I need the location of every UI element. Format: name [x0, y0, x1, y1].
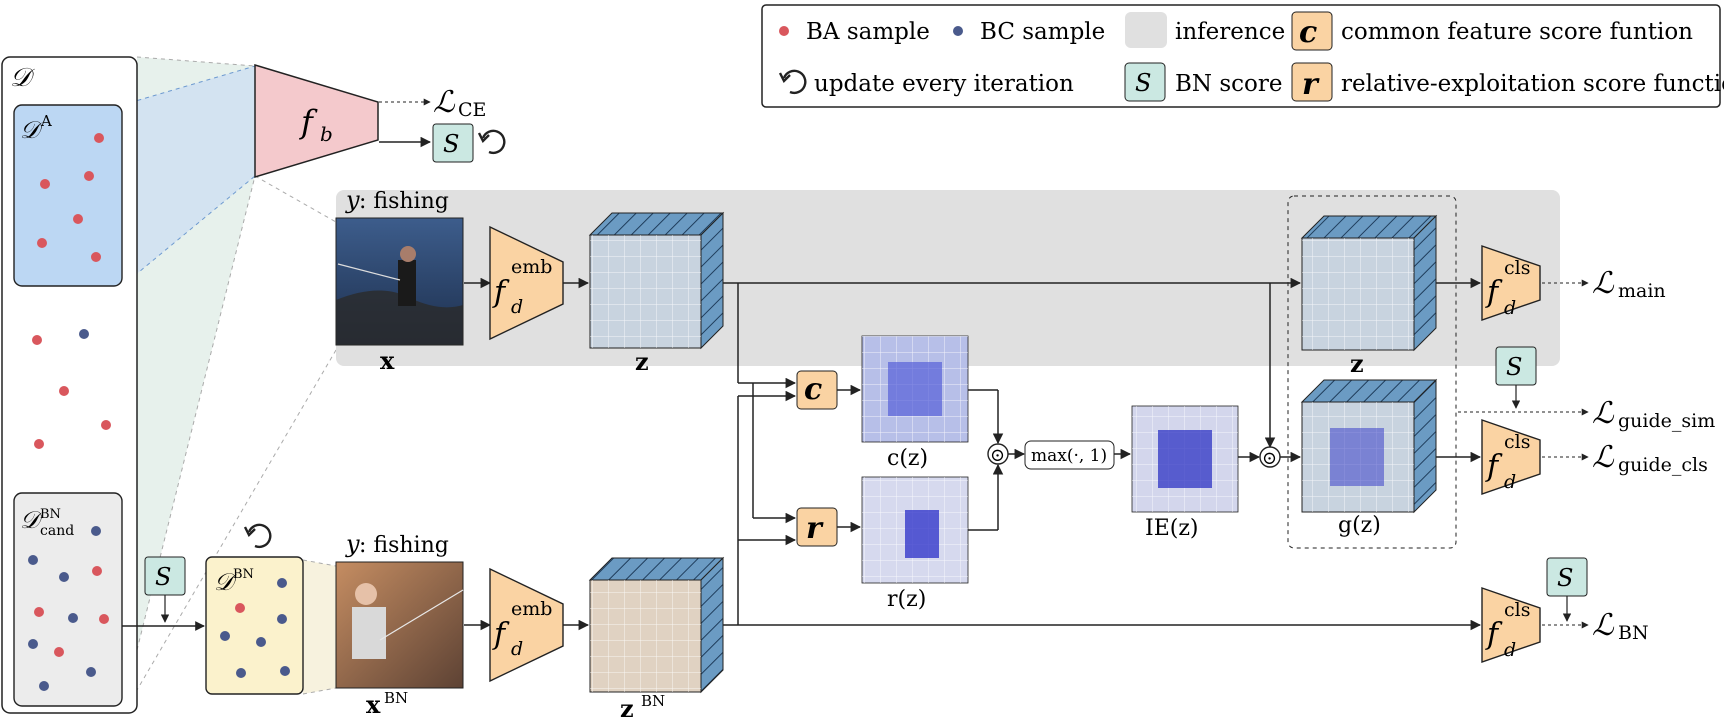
legend-bn-score: BN score: [1175, 71, 1282, 97]
svg-text:y: y: [345, 186, 360, 214]
legend-update: update every iteration: [814, 71, 1074, 97]
dataset-cand-sup: BN: [40, 507, 61, 522]
svg-text:: fishing: : fishing: [359, 533, 449, 558]
projection-fan: [121, 56, 337, 695]
dataset-da: 𝒟 A: [13, 104, 123, 287]
svg-text:emb: emb: [511, 598, 552, 620]
svg-text:z: z: [635, 347, 649, 376]
svg-text:emb: emb: [511, 256, 552, 278]
feature-z-top: z: [588, 211, 725, 376]
legend-inference: inference: [1175, 19, 1285, 45]
svg-text:x: x: [380, 346, 395, 375]
svg-text:d: d: [1504, 639, 1516, 661]
cz-map: c(z): [861, 335, 969, 471]
ba-sample-dot: [779, 26, 789, 36]
svg-text:max(·, 1): max(·, 1): [1031, 446, 1107, 466]
svg-text:guide_cls: guide_cls: [1618, 454, 1708, 476]
svg-text:cls: cls: [1504, 431, 1530, 453]
svg-text:BN: BN: [1618, 622, 1649, 644]
svg-text:r(z): r(z): [887, 587, 926, 612]
feature-zbn: z BN: [588, 556, 725, 723]
svg-text:cls: cls: [1504, 257, 1530, 279]
svg-text:g(z): g(z): [1338, 513, 1381, 538]
svg-text:S: S: [1557, 564, 1573, 592]
loss-guide-sim: ℒ: [1592, 396, 1615, 431]
fb-update-icon: [477, 129, 506, 155]
legend-r-symbol: r: [1302, 67, 1320, 102]
guide-region: [1287, 195, 1457, 549]
dbn-update-icon: [243, 523, 272, 549]
svg-text:b: b: [320, 122, 333, 146]
legend: BA sample BC sample inference c common f…: [761, 4, 1724, 108]
loss-guide-cls: ℒ: [1592, 440, 1615, 475]
svg-text:c: c: [804, 372, 822, 407]
loss-main: ℒ: [1592, 266, 1615, 301]
svg-text:c(z): c(z): [887, 446, 928, 471]
svg-text:r: r: [806, 511, 824, 546]
dataset-dbn: 𝒟 BN: [205, 523, 304, 695]
input-xbn: y : fishing x BN: [335, 530, 464, 719]
embedding-model-top: f emb d: [489, 225, 564, 341]
svg-text:CE: CE: [458, 99, 486, 121]
legend-s-symbol: S: [1135, 69, 1151, 97]
biased-model-fb: f b ℒ CE S: [254, 63, 506, 179]
svg-text:BN: BN: [641, 692, 665, 710]
dataset-candidate: 𝒟 BN cand: [13, 492, 123, 707]
classifier-main: f cls d: [1481, 245, 1541, 321]
legend-ba: BA sample: [806, 19, 930, 45]
embedding-model-bottom: f emb d: [489, 567, 564, 683]
svg-text:d: d: [1504, 297, 1516, 319]
legend-common: common feature score funtion: [1341, 19, 1693, 45]
loss-bn: ℒ: [1592, 608, 1615, 643]
dataset-dbn-sup: BN: [233, 567, 254, 582]
inference-swatch: [1125, 12, 1167, 48]
svg-text:: fishing: : fishing: [359, 189, 449, 214]
svg-text:BN: BN: [384, 689, 408, 707]
svg-text:S: S: [443, 130, 459, 158]
max-op: max(·, 1): [1024, 440, 1115, 470]
rz-map: r(z): [861, 476, 969, 612]
svg-text:x: x: [366, 690, 381, 719]
dataset-d: 𝒟 𝒟 A 𝒟 BN cand: [1, 56, 138, 714]
svg-text:d: d: [511, 296, 523, 318]
svg-text:ℒ: ℒ: [433, 85, 456, 120]
input-x: y : fishing x: [335, 186, 464, 375]
dataset-da-sup: A: [40, 112, 52, 130]
svg-text:d: d: [511, 638, 523, 660]
svg-text:z: z: [620, 694, 634, 723]
iez-map: IE(z): [1131, 405, 1239, 541]
svg-text:⊙: ⊙: [990, 445, 1005, 466]
svg-text:d: d: [1504, 471, 1516, 493]
feature-z-right: z: [1300, 214, 1438, 378]
svg-text:cls: cls: [1504, 599, 1530, 621]
candidate-bn-score: S: [122, 556, 205, 631]
svg-text:IE(z): IE(z): [1145, 516, 1199, 541]
dataset-cand-sub: cand: [40, 523, 74, 539]
svg-text:guide_sim: guide_sim: [1618, 410, 1715, 432]
bc-sample-dot: [953, 26, 963, 36]
svg-text:main: main: [1618, 280, 1666, 302]
svg-text:⊙: ⊙: [1262, 448, 1277, 469]
legend-c-symbol: c: [1299, 15, 1317, 50]
svg-text:S: S: [155, 563, 171, 591]
legend-bc: BC sample: [980, 19, 1105, 45]
classifier-guide: f cls d: [1481, 419, 1541, 495]
svg-text:S: S: [1506, 353, 1522, 381]
legend-relative: relative-exploitation score function: [1341, 71, 1724, 97]
update-icon: [778, 69, 807, 95]
classifier-bn: f cls d: [1481, 587, 1541, 663]
svg-text:y: y: [345, 530, 360, 558]
svg-text:z: z: [1350, 349, 1364, 378]
feature-gz: g(z): [1300, 378, 1438, 538]
